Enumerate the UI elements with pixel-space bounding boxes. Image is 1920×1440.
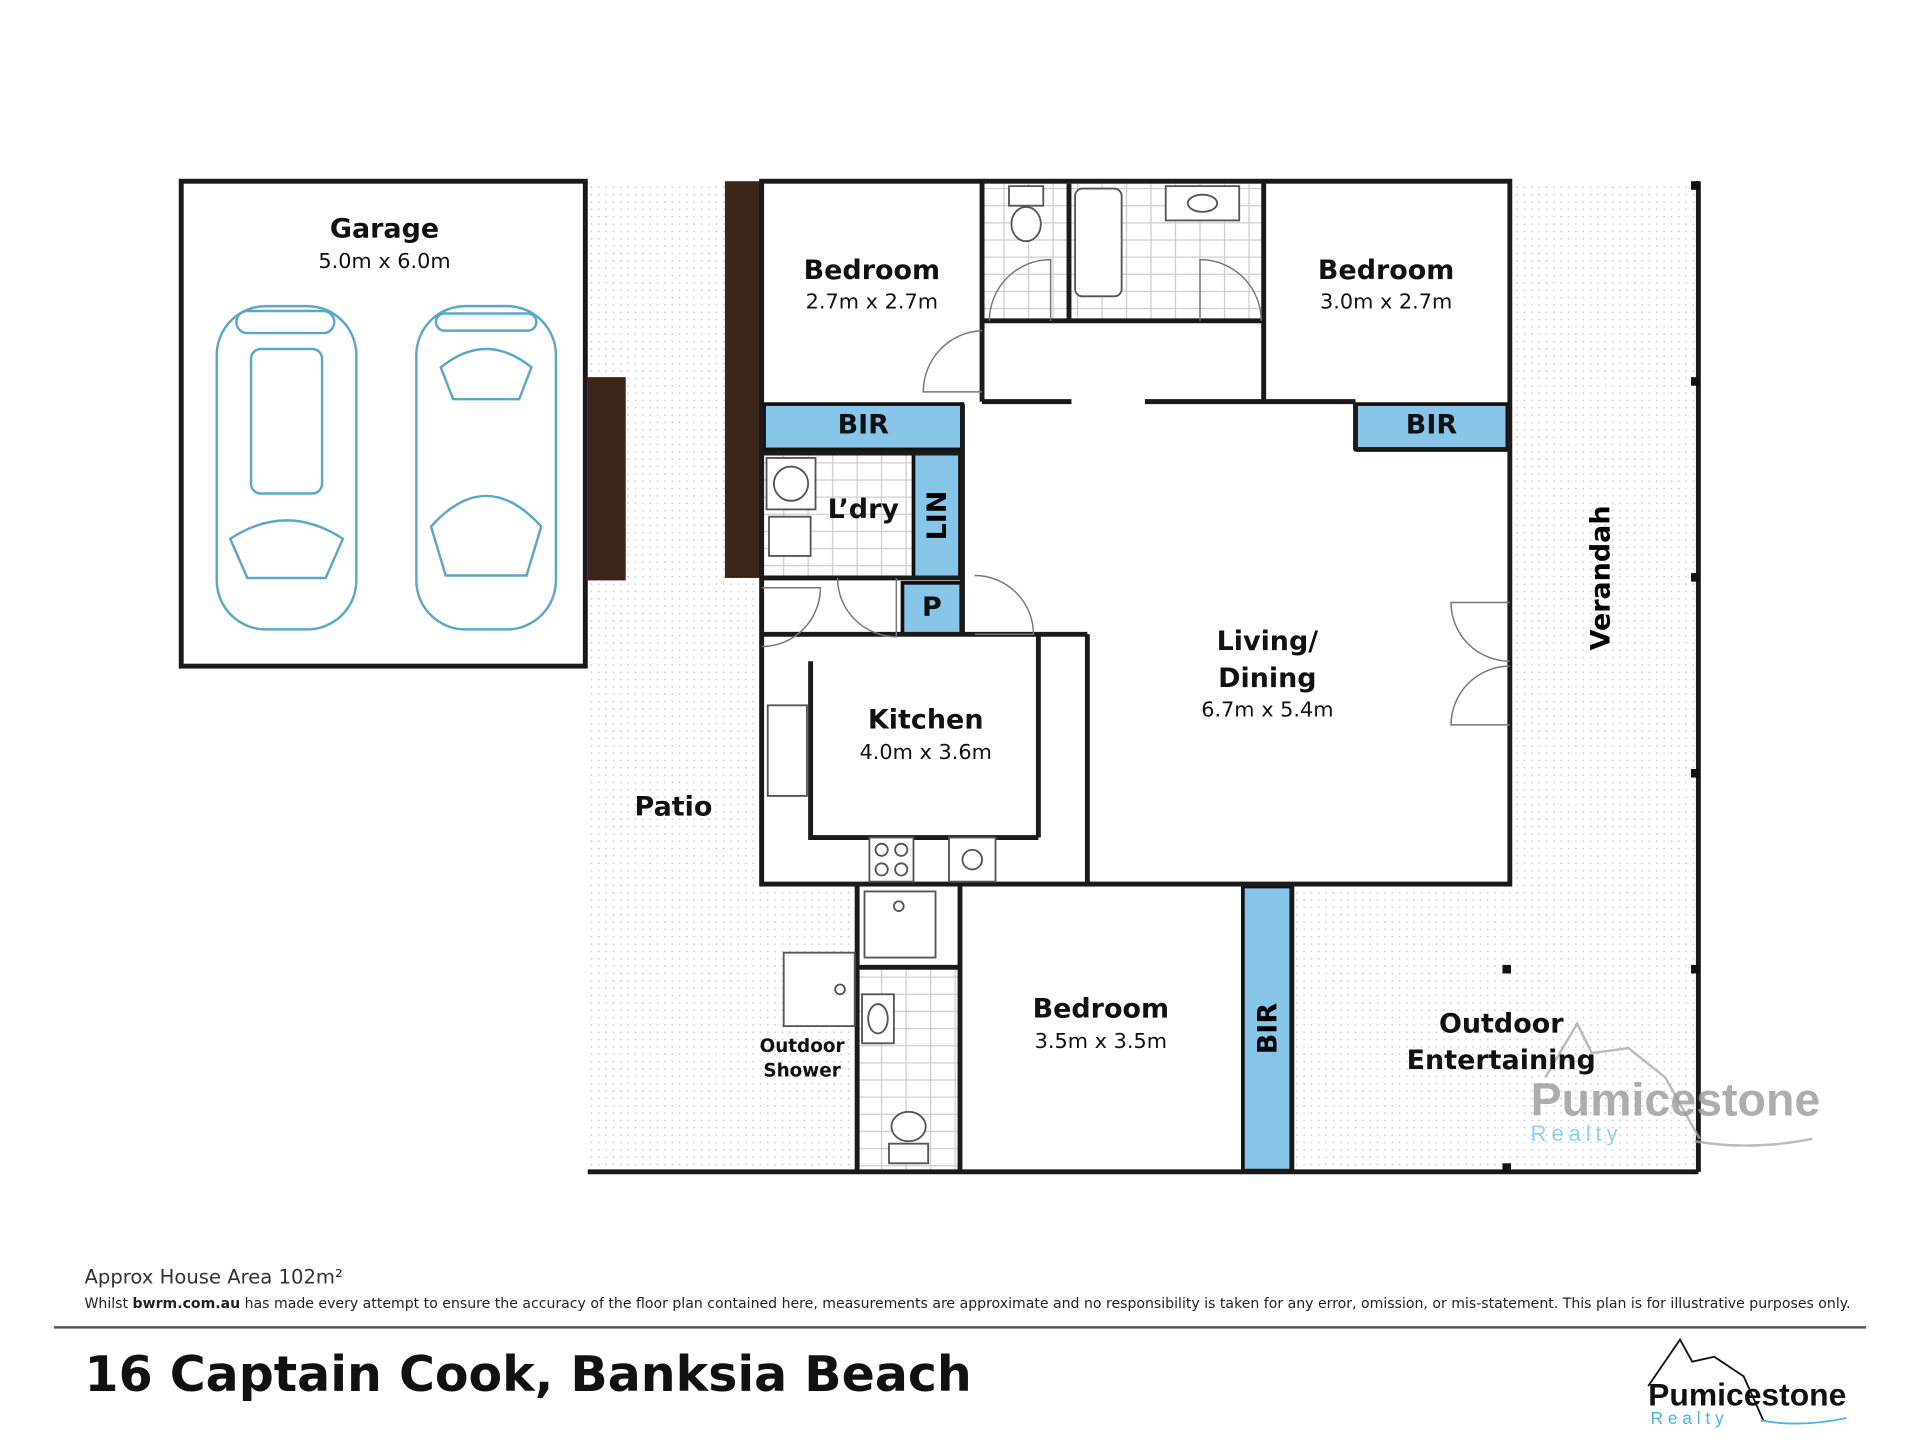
outdoor-entertaining-label-1: Outdoor xyxy=(1438,1008,1564,1040)
footer-logo-sub: Realty xyxy=(1650,1408,1729,1428)
patio-lower-area xyxy=(761,884,858,1172)
laundry-label: L’dry xyxy=(827,494,899,526)
living-dims: 6.7m x 5.4m xyxy=(1201,697,1334,723)
verandah-label: Verandah xyxy=(1586,505,1617,651)
car-icons xyxy=(215,304,558,631)
house-area: Approx House Area 102m² xyxy=(84,1264,343,1289)
bedroom3-label: Bedroom xyxy=(1032,994,1170,1025)
disclaimer-prefix: Whilst xyxy=(84,1294,133,1312)
footer-divider xyxy=(53,1326,1867,1329)
bir1-label: BIR xyxy=(837,410,889,441)
pantry-label: P xyxy=(921,592,942,624)
bir3-label: BIR xyxy=(1253,1002,1284,1055)
garage-label: Garage xyxy=(329,214,440,245)
property-address: 16 Captain Cook, Banksia Beach xyxy=(84,1346,972,1404)
watermark-logo-name: Pumicestone xyxy=(1530,1075,1821,1127)
watermark-logo-mark xyxy=(1544,1021,1813,1147)
outdoor-entertaining-area xyxy=(1291,884,1510,1172)
brown-wall-garage xyxy=(587,377,626,581)
linen-label: LIN xyxy=(922,490,954,541)
living-label-1: Living/ xyxy=(1216,626,1319,658)
interior-walls xyxy=(587,181,1701,1175)
outdoor-entertaining-label-2: Entertaining xyxy=(1406,1045,1596,1077)
footer-logo-mark xyxy=(1647,1337,1847,1425)
bedroom3-dims: 3.5m x 3.5m xyxy=(1034,1029,1167,1055)
house-walls xyxy=(759,178,1513,887)
bedroom2-dims: 3.0m x 2.7m xyxy=(1319,290,1453,315)
disclaimer: Whilst bwrm.com.au has made every attemp… xyxy=(84,1294,1850,1311)
verandah-area xyxy=(1509,181,1699,1172)
garage-walls xyxy=(178,178,588,669)
bedroom1-dims: 2.7m x 2.7m xyxy=(805,290,939,315)
garage-dims: 5.0m x 6.0m xyxy=(318,249,451,275)
brown-wall-house xyxy=(724,181,762,578)
watermark-logo-sub: Realty xyxy=(1530,1121,1623,1147)
kitchen-dims: 4.0m x 3.6m xyxy=(859,740,992,766)
footer-logo-name: Pumicestone xyxy=(1648,1376,1847,1414)
patio-label: Patio xyxy=(634,792,713,823)
living-label-2: Dining xyxy=(1218,663,1317,695)
outdoor-shower-label-1: Outdoor xyxy=(759,1034,845,1057)
bir3-fill xyxy=(1241,884,1294,1173)
bedroom2-label: Bedroom xyxy=(1317,255,1455,287)
outdoor-shower-label-2: Shower xyxy=(763,1059,841,1082)
kitchen-label: Kitchen xyxy=(867,705,984,736)
bedroom1-label: Bedroom xyxy=(803,255,941,287)
bir2-label: BIR xyxy=(1405,410,1458,441)
disclaimer-text: has made every attempt to ensure the acc… xyxy=(240,1294,1851,1312)
disclaimer-site: bwrm.com.au xyxy=(132,1294,241,1312)
